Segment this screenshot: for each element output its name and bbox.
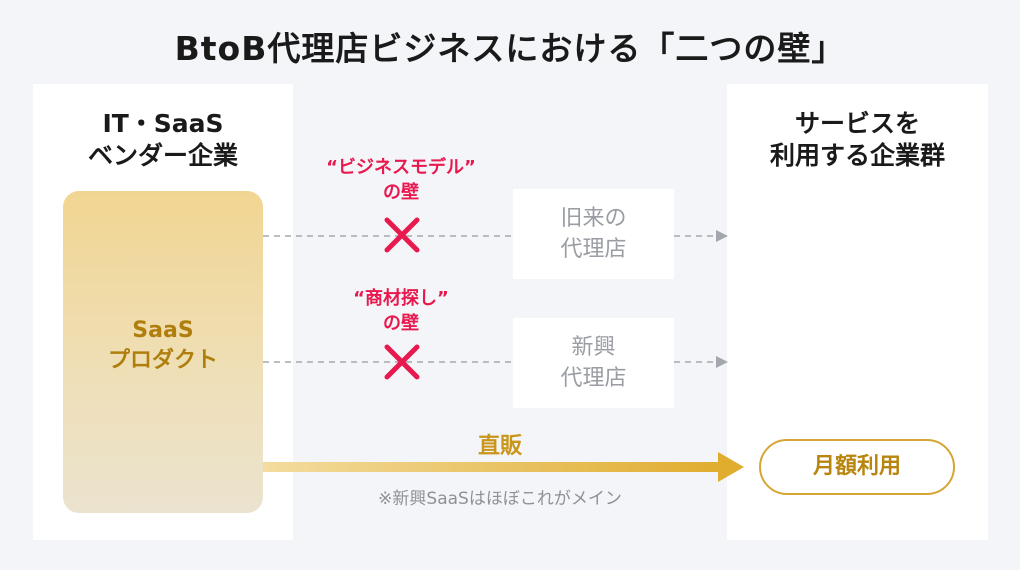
cross-icon xyxy=(384,217,420,253)
direct-sales-note: ※新興SaaSはほぼこれがメイン xyxy=(378,489,622,509)
product-label: SaaS プロダクト xyxy=(63,316,263,376)
arrow-right-icon xyxy=(716,230,728,242)
wall-label-line1: “商材探し” xyxy=(353,288,449,309)
wall-product-search-label: “商材探し” の壁 xyxy=(291,286,511,336)
vendor-title-line2: ベンダー企業 xyxy=(87,141,238,170)
arrow-right-icon xyxy=(716,356,728,368)
product-box xyxy=(63,191,263,513)
monthly-usage-pill: 月額利用 xyxy=(759,439,955,495)
wall-label-line2: の壁 xyxy=(383,182,419,203)
vendor-title: IT・SaaS ベンダー企業 xyxy=(33,108,293,172)
wall-label-line1: “ビジネスモデル” xyxy=(326,157,476,178)
agency-label-line1: 旧来の xyxy=(560,206,627,231)
arrow-right-icon xyxy=(718,452,744,482)
old-agency-box: 旧来の 代理店 xyxy=(513,189,674,279)
agency-label-line1: 新興 xyxy=(571,335,616,360)
direct-sales-label: 直販 xyxy=(477,434,522,459)
page-title: BtoB代理店ビジネスにおける「二つの壁」 xyxy=(174,29,846,68)
wall-business-model-label: “ビジネスモデル” の壁 xyxy=(291,155,511,205)
product-label-line1: SaaS xyxy=(132,318,194,343)
vendor-title-line1: IT・SaaS xyxy=(102,109,224,138)
agency-label-line2: 代理店 xyxy=(560,237,627,262)
client-title-line2: 利用する企業群 xyxy=(769,141,945,170)
product-label-line2: プロダクト xyxy=(107,348,218,373)
client-title: サービスを 利用する企業群 xyxy=(727,108,988,172)
cross-icon xyxy=(384,344,420,380)
client-title-line1: サービスを xyxy=(794,109,920,138)
agency-label-line2: 代理店 xyxy=(560,366,627,391)
wall-label-line2: の壁 xyxy=(383,313,419,334)
new-agency-box: 新興 代理店 xyxy=(513,318,674,408)
direct-arrow-shaft xyxy=(263,462,721,472)
